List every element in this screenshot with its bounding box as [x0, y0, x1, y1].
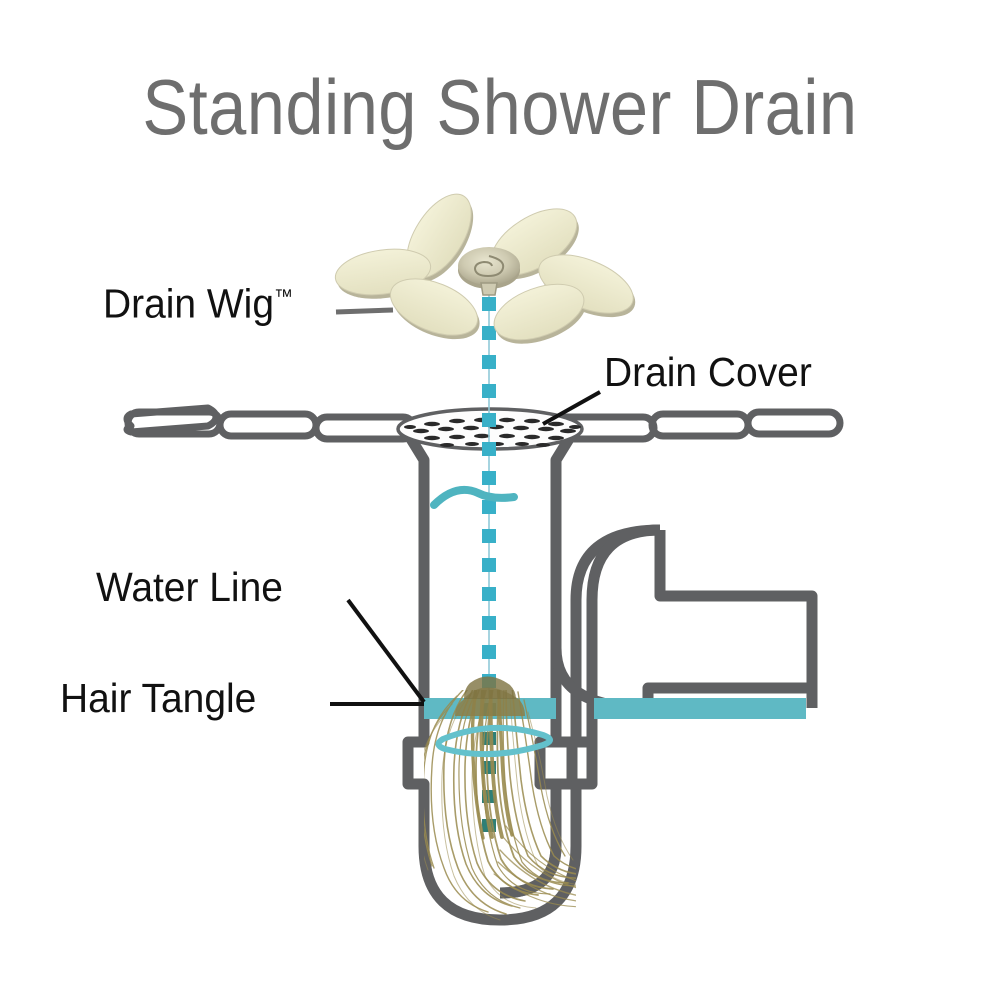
drain-wig-flower [334, 193, 636, 344]
floor-tiles [123, 404, 844, 443]
page-title: Standing Shower Drain [142, 63, 858, 151]
floor-tile [744, 408, 844, 438]
label-hair-tangle: Hair Tangle [60, 675, 257, 721]
drain-wig-chain [430, 292, 518, 832]
pipe-assembly [402, 431, 818, 926]
label-drain-wig-text: Drain Wig [103, 280, 274, 327]
flower-stem-connector [480, 282, 498, 296]
flower-hub [458, 247, 520, 285]
hair-tangle-top [455, 676, 525, 716]
water-swirl [430, 486, 518, 509]
hair-tie-ring [435, 724, 553, 758]
floor-tile [648, 410, 752, 440]
outlet-elbow-top [654, 530, 818, 708]
water-line-outlet [594, 698, 806, 719]
trap-outer-bend [499, 524, 661, 926]
drain-cover-holes [404, 417, 581, 447]
leader-lines [330, 307, 601, 706]
trap-inner-bend [499, 648, 562, 899]
trademark-symbol: ™ [273, 286, 293, 308]
drain-pipe-left-wall [402, 431, 501, 926]
floor-tile [216, 410, 320, 440]
leader-water-line [346, 598, 426, 704]
label-water-line: Water Line [96, 564, 283, 610]
label-drain-wig: Drain Wig™ [103, 274, 293, 327]
leader-drain-wig [335, 307, 394, 315]
outlet-riser [586, 524, 661, 742]
flower-hub-spiral [473, 255, 505, 278]
leader-drain-cover [542, 390, 601, 426]
label-drain-cover: Drain Cover [604, 349, 812, 395]
